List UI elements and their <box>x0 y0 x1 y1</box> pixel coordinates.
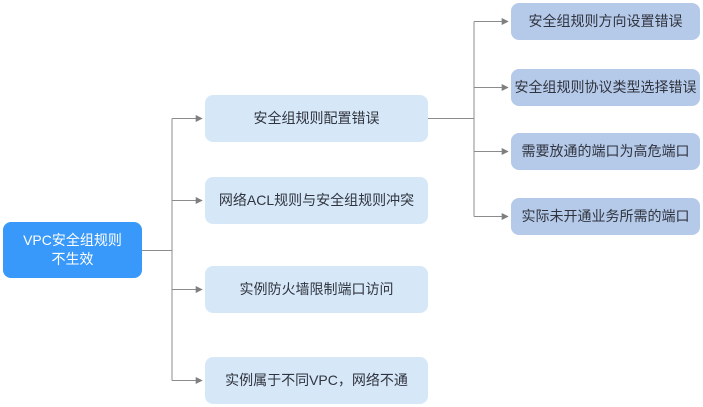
mid-node-acl-rule-conflict: 网络ACL规则与安全组规则冲突 <box>205 177 428 224</box>
mid-node-instance-firewall-port-limit: 实例防火墙限制端口访问 <box>205 266 428 313</box>
leaf-node-rule-direction-error: 安全组规则方向设置错误 <box>511 3 700 40</box>
mid-node-sg-rule-config-error: 安全组规则配置错误 <box>205 95 428 142</box>
root-node-vpc-sg-rule-not-effective: VPC安全组规则 不生效 <box>3 222 142 278</box>
leaf-node-protocol-type-error: 安全组规则协议类型选择错误 <box>511 69 700 106</box>
leaf-node-high-risk-port: 需要放通的端口为高危端口 <box>511 133 700 170</box>
leaf-node-required-port-not-opened: 实际未开通业务所需的端口 <box>511 198 700 235</box>
mid-node-different-vpc-network-unreachable: 实例属于不同VPC，网络不通 <box>205 357 428 404</box>
